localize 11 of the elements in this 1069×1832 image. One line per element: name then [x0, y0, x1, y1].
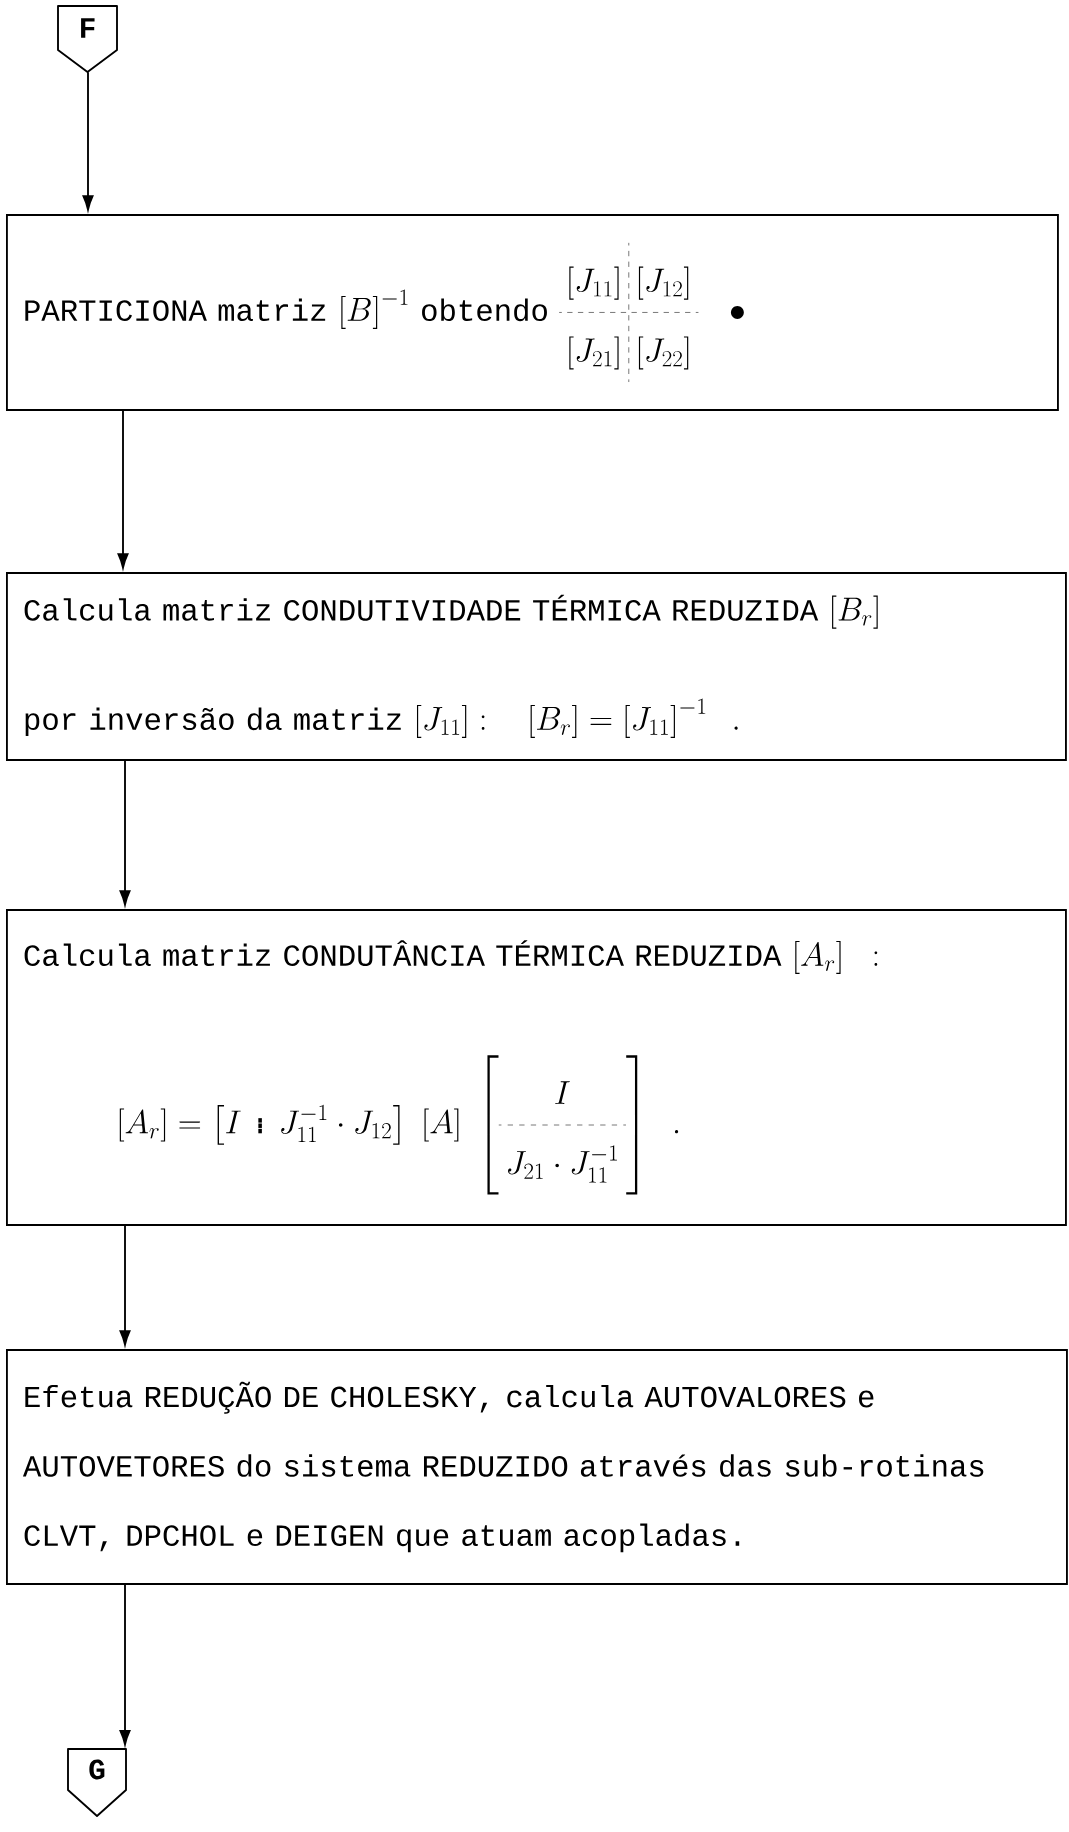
- process-box: Calcula matriz CONDUTIVIDADE TÉRMICA REDUZIDA $\left[B_r\right]$ por inversão da matriz $\left[J_{11}\right]:\quad\left[B_r\right] = \left[J_{11}\right]^{-1}\;\;.$: [6, 572, 1067, 761]
- offpage-connector: F: [57, 5, 118, 73]
- arrow: [82, 71, 94, 211]
- arrow: [117, 409, 129, 569]
- arrow: [119, 1224, 131, 1346]
- process-box: Efetua REDUÇÃO DE CHOLESKY, calcula AUTOVALORES e AUTOVETORES do sistema REDUZIDO através das sub-rotinas CLVT, DPCHOL e DEIGEN que atuam acopladas.: [6, 1349, 1068, 1585]
- process-box: Calcula matriz CONDUTÂNCIA TÉRMICA REDUZIDA $\left[A_r\right]\;\;:$ $\left[A_r\right] = \left[ I \;\vdots\; J_{11}^{-1}\cdot J_{12}\right]\;\left[A\right]\;\left[\begin{array}{c} I \\ \hdashline J_{21}\cdot J_{11}^{-1}\end{array}\right]\;\;.$: [6, 909, 1067, 1226]
- process-box: PARTICIONA matriz $\left[B\right]^{-1}$ obtendo $\begin{array}{c:c}\left[J_{11}\right] & \left[J_{12}\right] \\ \hdashline \left[J_{21}\right] & \left[J_{22}\right]\end{array}\quad\bullet$: [6, 214, 1059, 411]
- arrow: [119, 759, 131, 906]
- arrow: [119, 1583, 131, 1746]
- offpage-connector: G: [67, 1748, 127, 1817]
